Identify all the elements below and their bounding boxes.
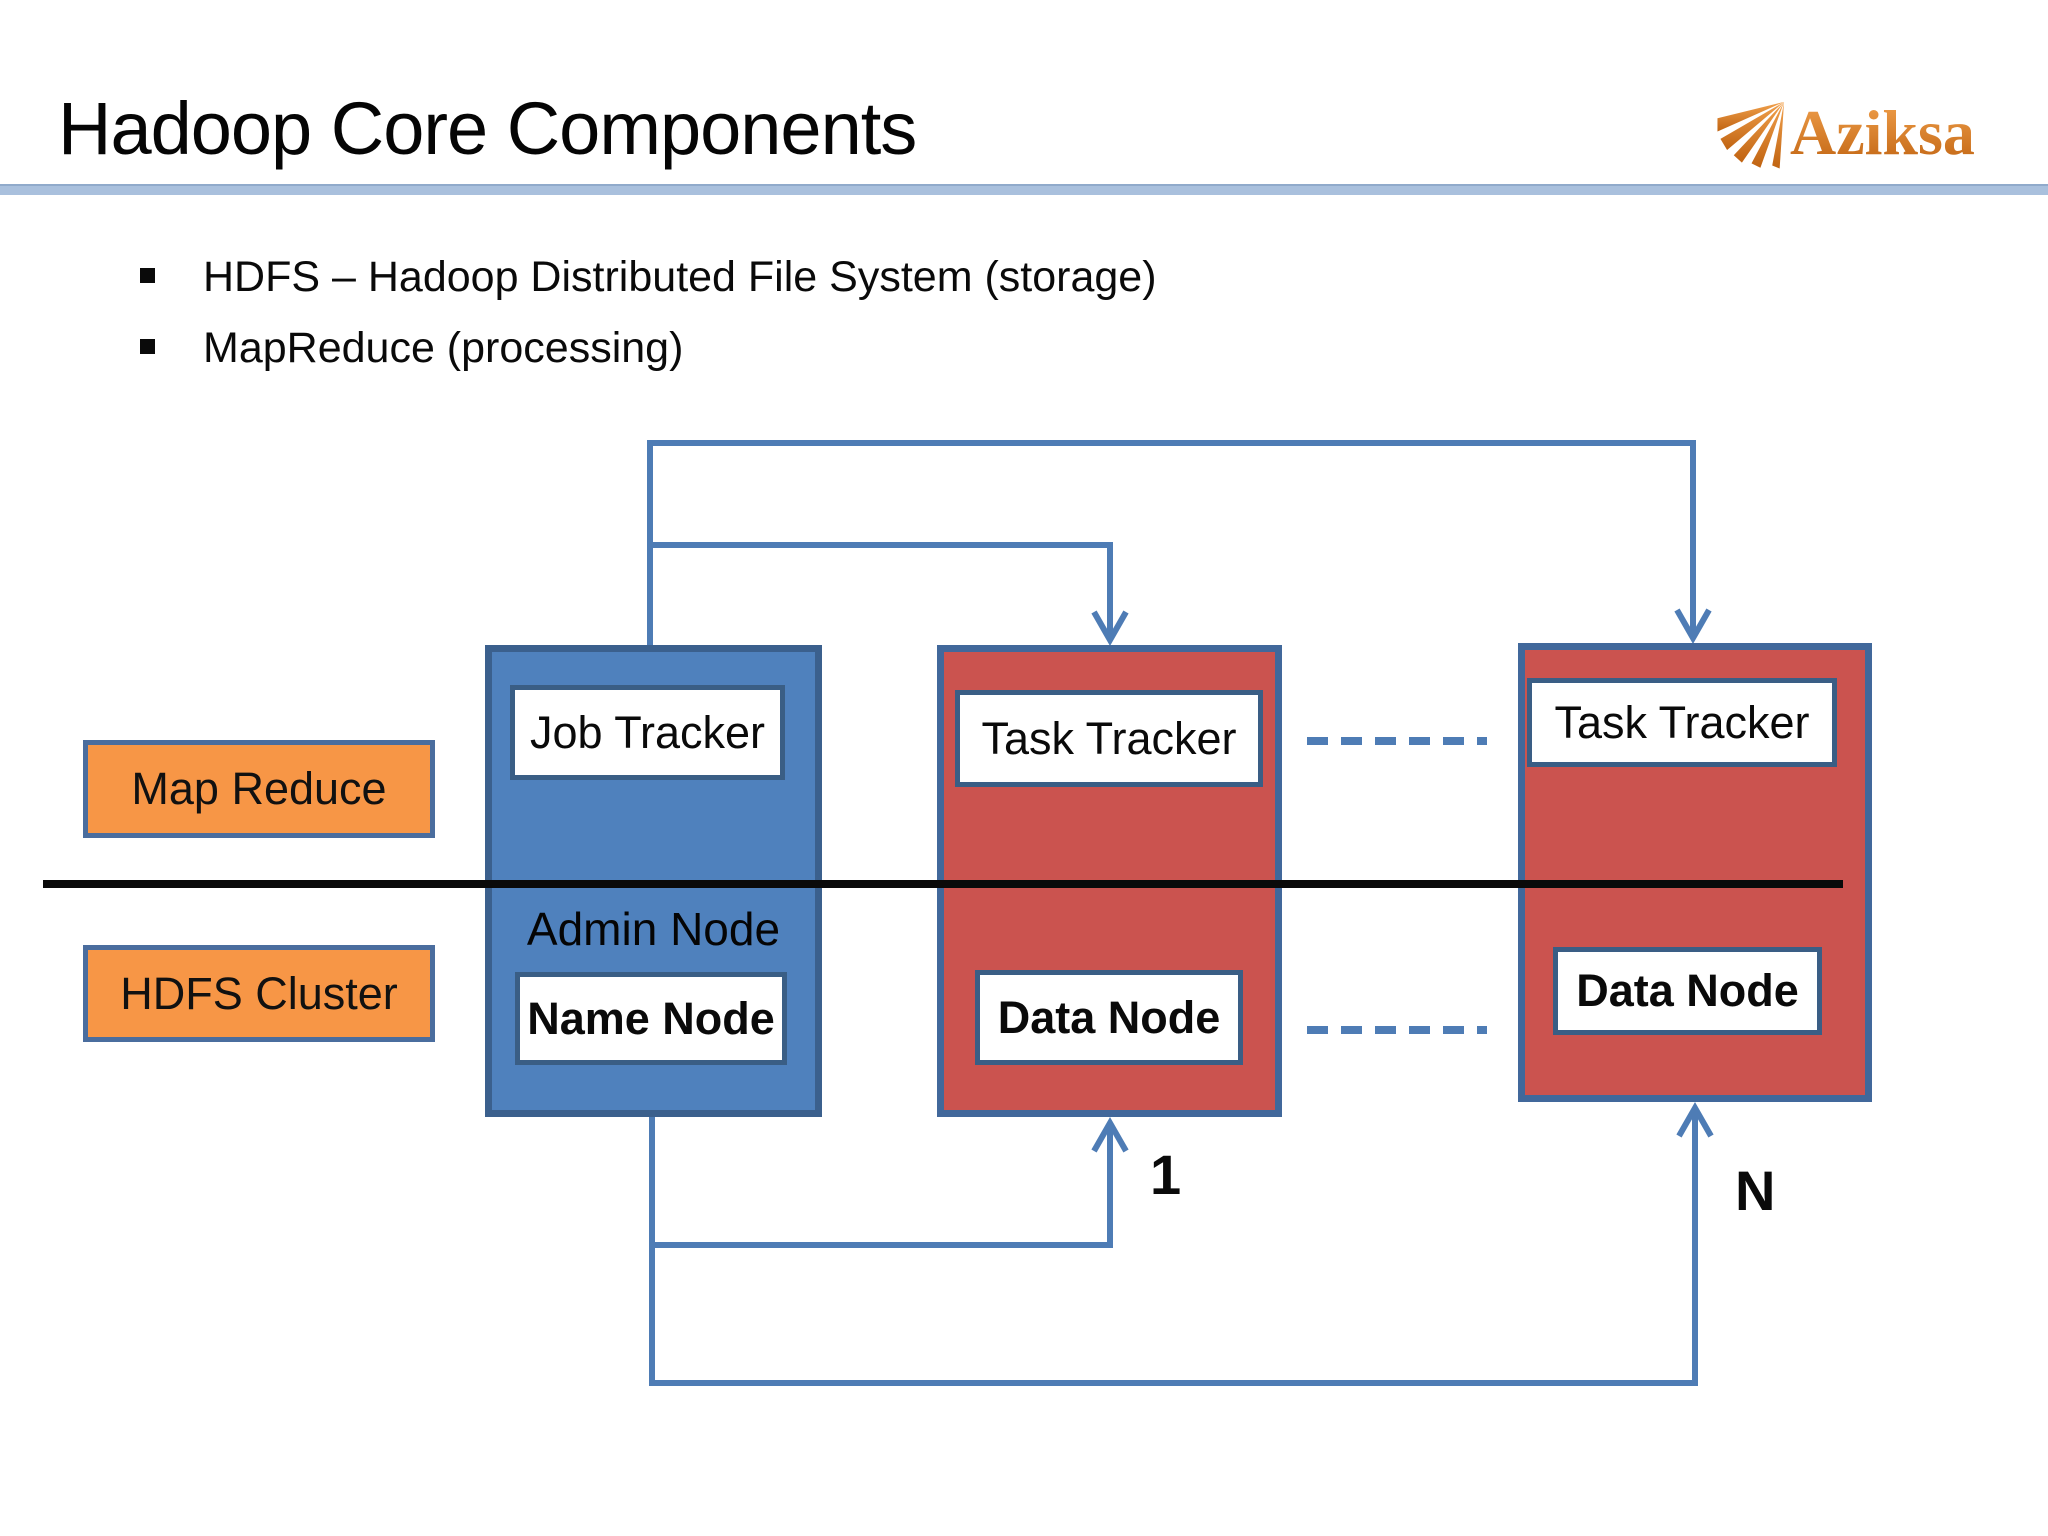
bullet-item: HDFS – Hadoop Distributed File System (s…	[140, 250, 1157, 305]
name-node-box: Name Node	[515, 972, 787, 1065]
task-tracker-label: Task Tracker	[981, 712, 1237, 764]
worker2-index-label: N	[1735, 1159, 1776, 1222]
data-node-box-1: Data Node	[975, 970, 1243, 1065]
arrowhead-up-icon	[1091, 1116, 1129, 1153]
arrowhead-up-icon	[1676, 1101, 1714, 1138]
data-node-label: Data Node	[1576, 965, 1799, 1016]
task-tracker-box-1: Task Tracker	[955, 690, 1263, 787]
connector-admin-to-worker1-top	[648, 542, 1113, 636]
hdfs-cluster-label: HDFS Cluster	[120, 967, 398, 1019]
square-bullet-icon	[140, 268, 155, 283]
task-tracker-label: Task Tracker	[1554, 696, 1810, 748]
arrowhead-down-icon	[1091, 610, 1129, 647]
bullet-text: MapReduce (processing)	[203, 324, 684, 373]
layer-divider-line	[43, 880, 1843, 888]
job-tracker-box: Job Tracker	[510, 685, 785, 780]
connector-admin-to-worker2-bottom	[649, 1112, 1698, 1386]
arrowhead-down-icon	[1674, 608, 1712, 645]
page-title: Hadoop Core Components	[58, 87, 917, 170]
job-tracker-label: Job Tracker	[529, 706, 766, 758]
hdfs-cluster-legend-box: HDFS Cluster	[83, 945, 435, 1042]
data-node-label: Data Node	[997, 991, 1221, 1043]
map-reduce-label: Map Reduce	[131, 763, 387, 814]
task-tracker-box-2: Task Tracker	[1527, 678, 1837, 767]
admin-node-label: Admin Node	[526, 903, 781, 955]
bullet-item: MapReduce (processing)	[140, 321, 1157, 376]
data-node-box-2: Data Node	[1553, 947, 1822, 1035]
logo-text: Aziksa	[1790, 97, 1975, 168]
fan-rays-icon	[1717, 101, 1785, 169]
connector-admin-to-worker1-bottom	[652, 1127, 1113, 1248]
map-reduce-legend-box: Map Reduce	[83, 740, 435, 838]
square-bullet-icon	[140, 339, 155, 355]
bullet-list: HDFS – Hadoop Distributed File System (s…	[140, 250, 1157, 392]
bullet-text: HDFS – Hadoop Distributed File System (s…	[203, 253, 1157, 301]
logo-wordmark: Aziksa	[1790, 97, 1975, 168]
header-divider	[0, 184, 2048, 195]
company-logo: Aziksa	[1716, 94, 2022, 172]
worker1-index-label: 1	[1150, 1143, 1182, 1206]
name-node-label: Name Node	[527, 992, 775, 1044]
